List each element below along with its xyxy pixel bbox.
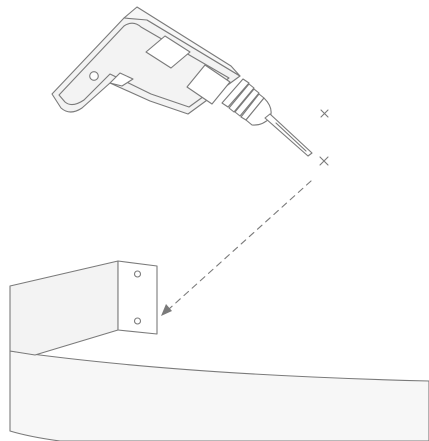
dashed-arrow-icon	[161, 180, 312, 316]
arrow-head	[161, 304, 172, 316]
cross-mark-icon	[319, 156, 329, 166]
curved-panel-icon	[9, 350, 429, 441]
wooden-board-icon	[9, 260, 119, 356]
bracket-screw-hole-bottom	[133, 317, 142, 325]
bracket-screw-hole-top	[133, 270, 142, 278]
power-drill-icon	[51, 6, 313, 157]
cross-mark-icon	[320, 109, 329, 118]
angle-bracket-icon	[117, 260, 158, 335]
drill-handle-hole	[89, 71, 99, 81]
